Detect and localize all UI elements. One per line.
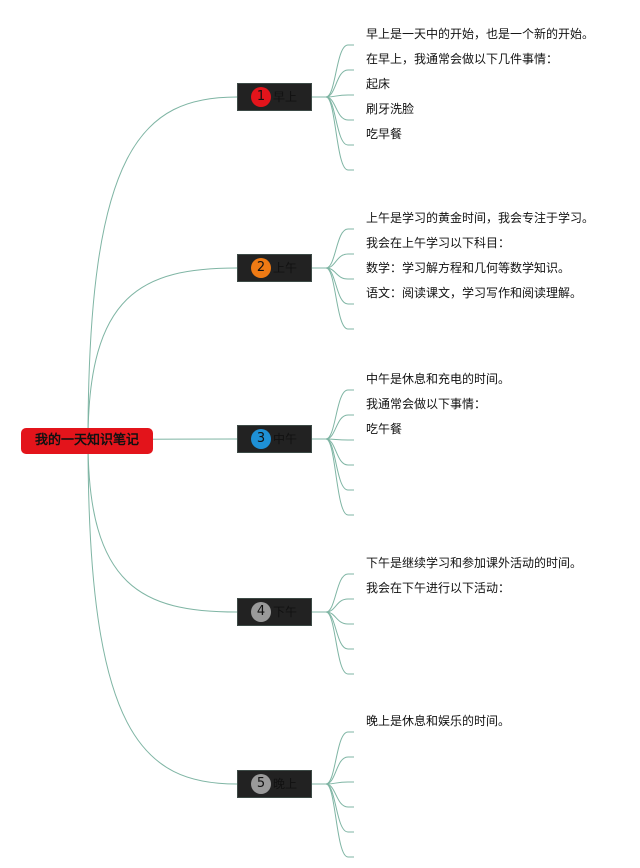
branch-label-1: 早上	[273, 90, 298, 104]
connector-2-leaf-1	[312, 228, 354, 269]
connector-5-leaf-6	[312, 783, 354, 858]
connector-2-leaf-4	[312, 267, 354, 305]
root-node[interactable]: 我的一天知识笔记	[21, 428, 153, 454]
connector-2-leaf-5	[312, 267, 354, 330]
leaf-5-1[interactable]: 晚上是休息和娱乐的时间。	[366, 714, 511, 728]
connector-root-to-2	[87, 267, 238, 442]
connector-4-leaf-5	[312, 611, 354, 675]
connector-3-leaf-1	[312, 389, 354, 440]
leaf-2-2[interactable]: 我会在上午学习以下科目：	[366, 236, 511, 250]
connector-5-leaf-1	[312, 731, 354, 785]
leaf-4-2[interactable]: 我会在下午进行以下活动：	[366, 581, 511, 595]
connector-root-to-4	[87, 440, 238, 613]
leaf-2-3[interactable]: 数学：学习解方程和几何等数学知识。	[366, 261, 571, 275]
number-badge-5: 5	[251, 774, 271, 794]
connector-root-to-1	[87, 96, 238, 442]
branch-label-5: 晚上	[273, 777, 298, 791]
branch-label-3: 中午	[273, 432, 298, 446]
connector-4-leaf-4	[312, 611, 354, 650]
number-badge-2: 2	[251, 258, 271, 278]
leaf-1-1[interactable]: 早上是一天中的开始，也是一个新的开始。	[366, 27, 595, 41]
leaf-3-2[interactable]: 我通常会做以下事情：	[366, 397, 487, 411]
leaf-2-1[interactable]: 上午是学习的黄金时间，我会专注于学习。	[366, 211, 595, 225]
connector-1-leaf-1	[312, 44, 354, 98]
number-badge-1: 1	[251, 87, 271, 107]
leaf-1-4[interactable]: 刷牙洗脸	[366, 102, 415, 116]
leaf-2-4[interactable]: 语文：阅读课文，学习写作和阅读理解。	[366, 286, 583, 300]
connector-4-leaf-3	[312, 611, 354, 625]
connector-root-to-5	[87, 440, 238, 785]
connector-5-leaf-5	[312, 783, 354, 833]
leaf-3-1[interactable]: 中午是休息和充电的时间。	[366, 372, 511, 386]
connector-3-leaf-6	[312, 438, 354, 516]
leaf-1-2[interactable]: 在早上，我通常会做以下几件事情：	[366, 52, 559, 66]
leaf-1-3[interactable]: 起床	[366, 77, 391, 91]
connector-1-leaf-6	[312, 96, 354, 171]
connector-4-leaf-2	[312, 598, 354, 613]
leaf-3-3[interactable]: 吃午餐	[366, 422, 403, 436]
leaf-4-1[interactable]: 下午是继续学习和参加课外活动的时间。	[366, 556, 583, 570]
number-badge-3: 3	[251, 429, 271, 449]
branch-label-4: 下午	[273, 605, 298, 619]
connector-2-leaf-2	[312, 253, 354, 269]
connector-4-leaf-1	[312, 573, 354, 613]
number-badge-4: 4	[251, 602, 271, 622]
leaf-1-5[interactable]: 吃早餐	[366, 127, 403, 141]
connector-1-leaf-5	[312, 96, 354, 146]
branch-label-2: 上午	[273, 261, 298, 275]
